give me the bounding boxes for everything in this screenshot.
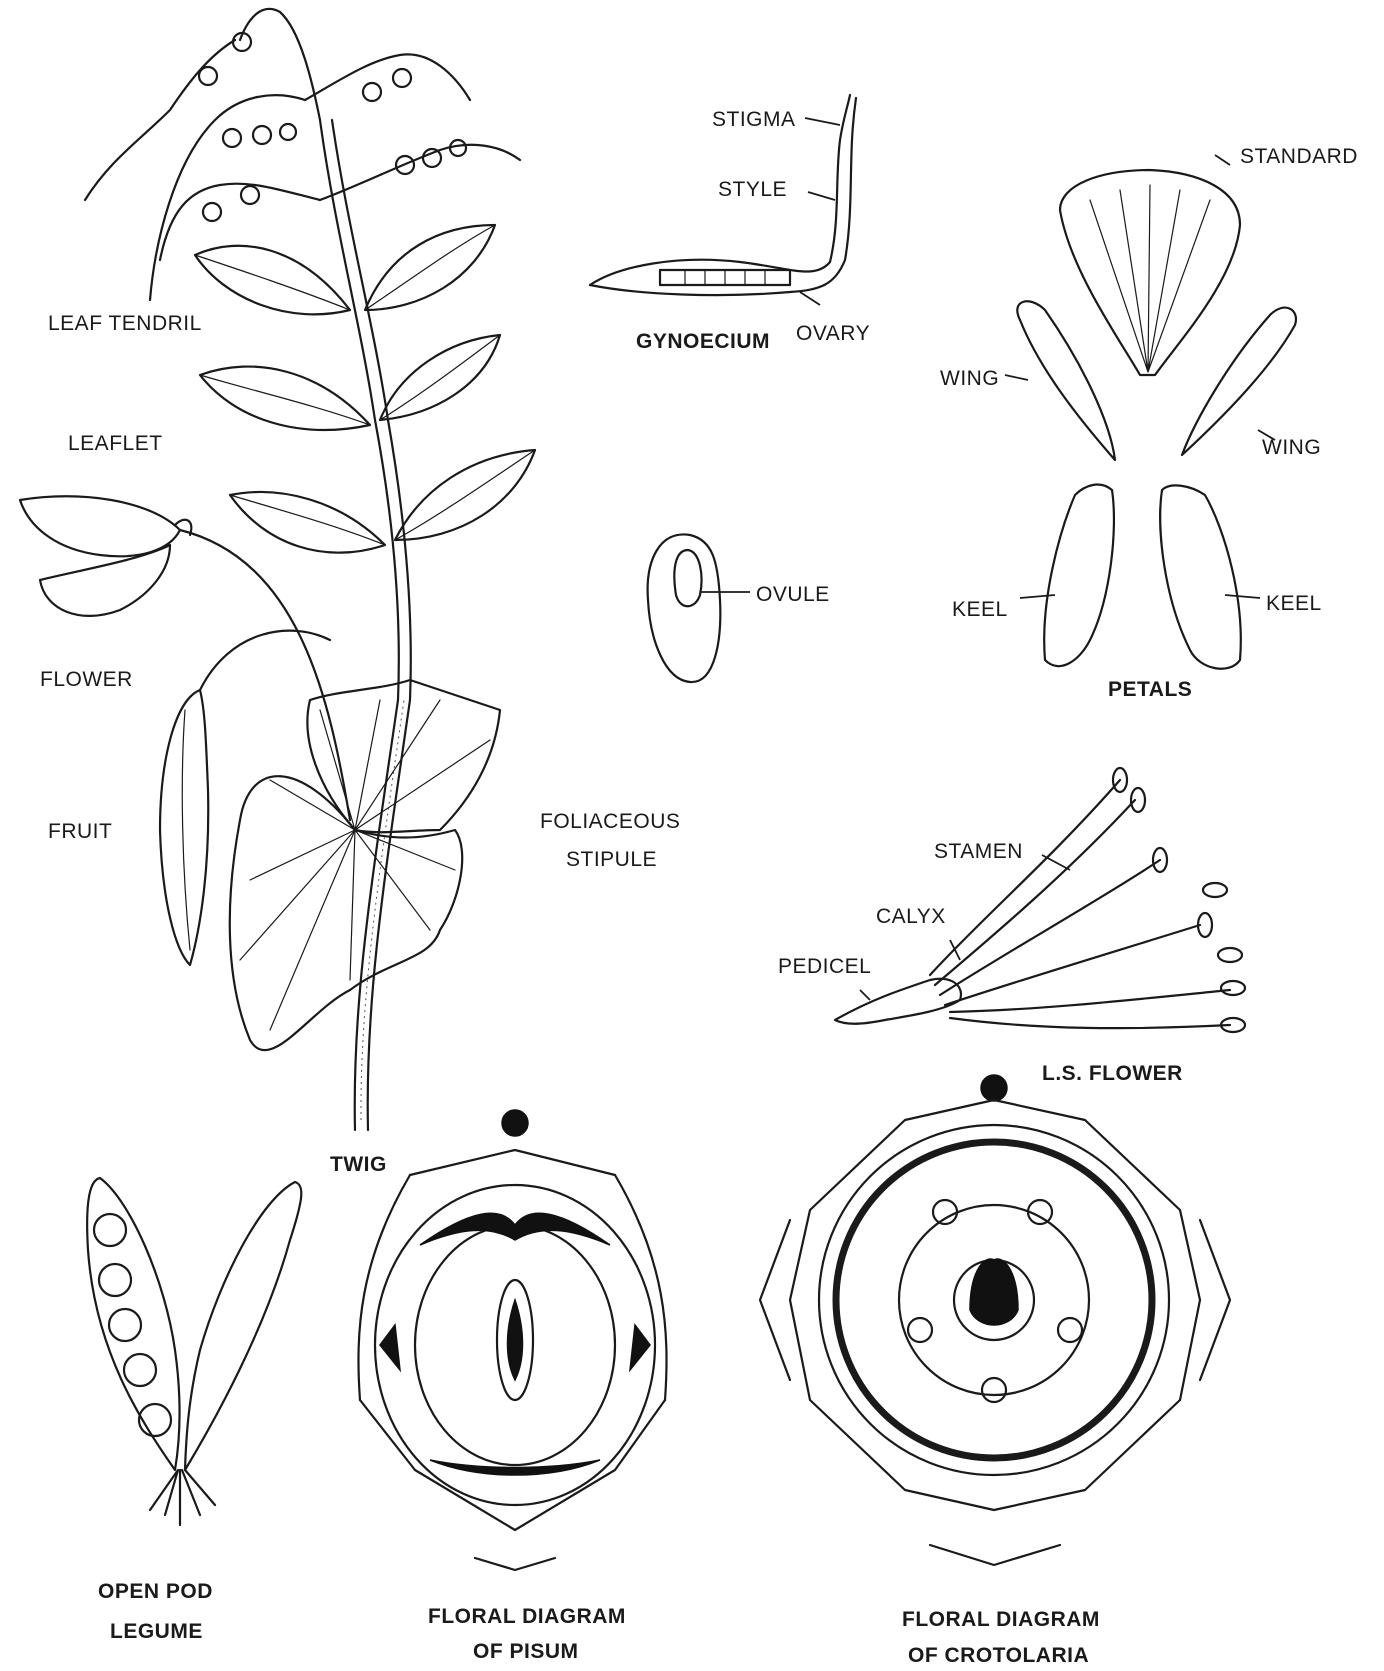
label-crotolaria-title: FLORAL DIAGRAM (902, 1608, 1100, 1632)
label-calyx: CALYX (876, 905, 946, 929)
label-twig: TWIG (330, 1153, 387, 1177)
twig-illustration (20, 9, 535, 1130)
label-fruit: FRUIT (48, 820, 112, 844)
label-legume: LEGUME (110, 1620, 203, 1644)
label-stipule: STIPULE (566, 848, 657, 872)
label-gynoecium: GYNOECIUM (636, 330, 770, 354)
open-pod-illustration (87, 1178, 301, 1525)
label-wing-right: WING (1262, 436, 1321, 460)
label-stamen: STAMEN (934, 840, 1023, 864)
flower-shape (20, 496, 350, 820)
label-open-pod: OPEN POD (98, 1580, 213, 1604)
label-standard: STANDARD (1240, 145, 1358, 169)
label-ovule: OVULE (756, 583, 830, 607)
label-keel-left: KEEL (952, 598, 1008, 622)
label-wing-left: WING (940, 367, 999, 391)
label-keel-right: KEEL (1266, 592, 1322, 616)
label-ls-flower: L.S. FLOWER (1042, 1062, 1183, 1086)
label-leaflet: LEAFLET (68, 432, 163, 456)
label-pisum-subtitle: OF PISUM (473, 1640, 579, 1664)
label-stigma: STIGMA (712, 108, 796, 132)
label-foliaceous: FOLIACEOUS (540, 810, 680, 834)
ls-flower-illustration (835, 768, 1245, 1032)
label-pisum-title: FLORAL DIAGRAM (428, 1605, 626, 1629)
label-crotolaria-subtitle: OF CROTOLARIA (908, 1644, 1089, 1668)
label-pedicel: PEDICEL (778, 955, 871, 979)
pisum-floral-diagram (358, 1110, 666, 1570)
crotolaria-floral-diagram (760, 1075, 1230, 1565)
label-style: STYLE (718, 178, 787, 202)
label-leaf-tendril: LEAF TENDRIL (48, 312, 202, 336)
label-flower: FLOWER (40, 668, 133, 692)
fruit-pod-shape (160, 631, 330, 965)
ovule-illustration (648, 534, 750, 682)
foliaceous-stipule-shape (230, 680, 500, 1050)
leaflet-shapes (195, 225, 535, 553)
petals-illustration (1005, 155, 1296, 669)
label-ovary: OVARY (796, 322, 870, 346)
label-petals: PETALS (1108, 678, 1192, 702)
